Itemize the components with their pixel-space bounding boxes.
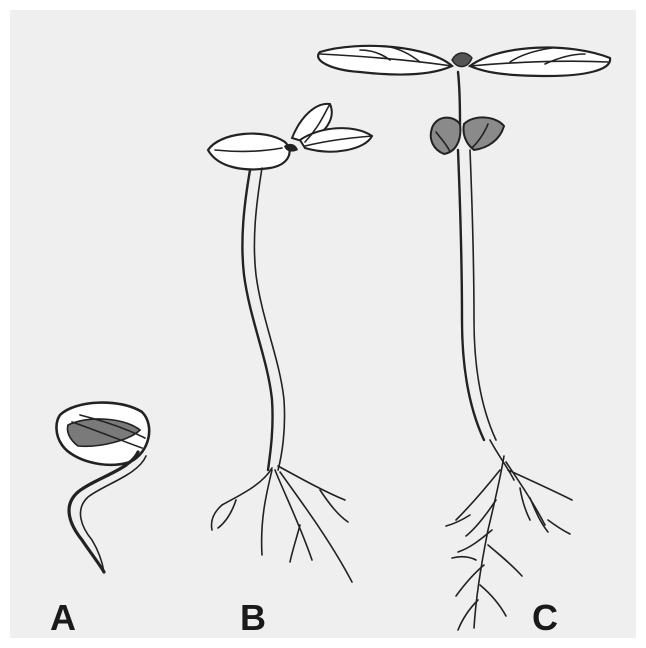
stage-label-c: C xyxy=(532,597,558,638)
stage-label-b: B xyxy=(240,597,266,638)
stage-label-a: A xyxy=(50,597,76,638)
